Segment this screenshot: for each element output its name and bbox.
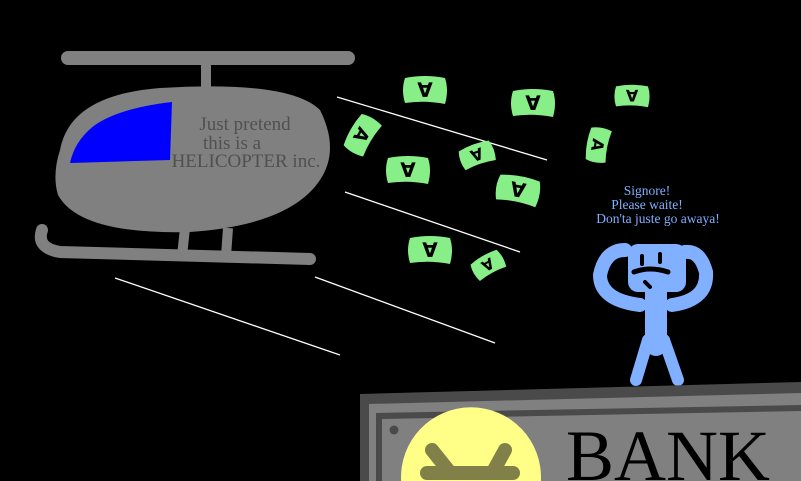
- bill-symbol: ∀: [422, 238, 438, 262]
- bill-symbol: ∀: [525, 91, 541, 115]
- helicopter-label-line-3: HELICOPTER inc.: [172, 151, 321, 172]
- bill-symbol: ∀: [626, 87, 639, 106]
- bill-symbol: ∀: [417, 78, 433, 102]
- bill-symbol: ∀: [400, 158, 416, 182]
- bill-shape: [511, 89, 555, 117]
- bill-shape: [585, 127, 612, 163]
- person-right-leg: [658, 334, 684, 386]
- speed-line: [114, 277, 341, 356]
- coin-symbol: [420, 443, 520, 480]
- money-bill: ∀: [408, 236, 452, 264]
- person-right-arm: [665, 244, 714, 312]
- speed-lines: [114, 96, 548, 356]
- money-bill: ∀: [585, 127, 612, 163]
- bill-shape: [614, 84, 650, 108]
- bill-shape: [408, 236, 452, 264]
- bill-shape: [403, 76, 447, 104]
- bank-rivet: [389, 425, 399, 435]
- bill-symbol: ∀: [508, 177, 528, 203]
- bill-shape: [458, 140, 496, 171]
- person-left-arm: [593, 243, 647, 312]
- helicopter-window: [70, 102, 172, 163]
- speech-line-3: Don'ta juste go awaya!: [596, 211, 720, 226]
- bill-shape: [343, 114, 382, 157]
- speech-line-1: Signore!: [624, 183, 671, 198]
- person: [593, 243, 714, 386]
- bill-shape: [470, 249, 507, 281]
- bill-shape: [495, 174, 541, 208]
- speed-line: [344, 191, 521, 253]
- person-left-leg: [630, 334, 654, 386]
- speed-line: [314, 276, 496, 344]
- helicopter: Just pretend this is a HELICOPTER inc.: [34, 51, 355, 265]
- landing-skid: [34, 224, 316, 265]
- bank-sign-text: BANK: [566, 416, 770, 481]
- money-bill: ∀: [511, 89, 555, 117]
- speech-line-2: Please waite!: [611, 197, 683, 212]
- helicopter-label-line-1: Just pretend: [199, 114, 291, 135]
- bank-inner-border: [376, 405, 801, 481]
- money-bill: ∀: [495, 174, 541, 208]
- speed-line: [336, 96, 548, 161]
- bank: BANK: [360, 382, 801, 481]
- money-bill: ∀: [403, 76, 447, 104]
- bill-symbol: ∀: [588, 137, 609, 153]
- money-bill: ∀: [458, 140, 496, 171]
- bill-shape: [386, 156, 430, 184]
- person-face: [631, 252, 671, 289]
- money-bill: ∀: [343, 114, 382, 157]
- speech-text: Signore! Please waite! Don'ta juste go a…: [596, 183, 720, 226]
- money-bill: ∀: [614, 84, 650, 108]
- money-bill: ∀: [386, 156, 430, 184]
- money-bills: ∀ ∀ ∀ ∀ ∀ ∀ ∀ ∀ ∀ ∀: [343, 76, 650, 281]
- helicopter-label-line-2: this is a: [203, 133, 262, 154]
- money-bill: ∀: [470, 249, 507, 281]
